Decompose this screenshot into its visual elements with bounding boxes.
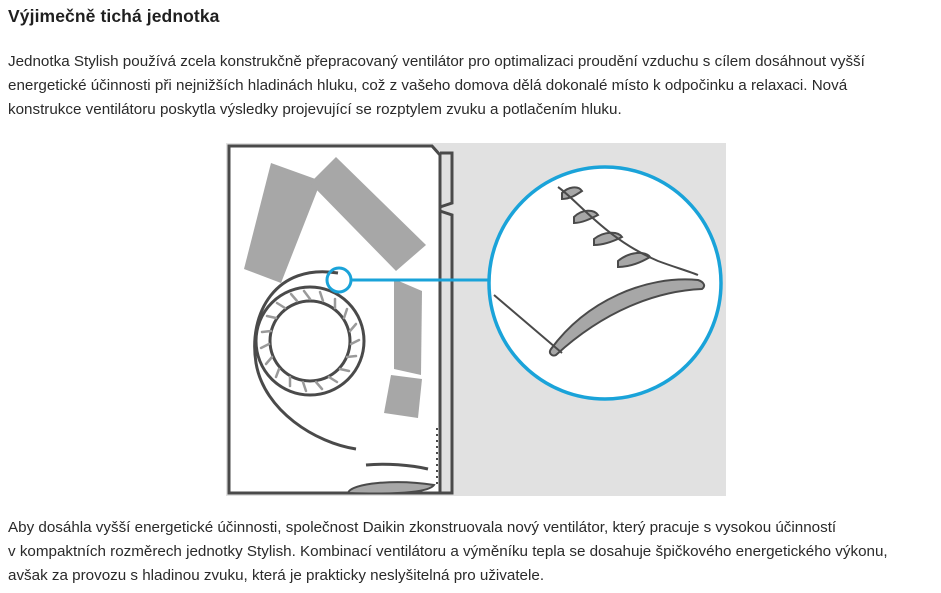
front-panel-bracket-top xyxy=(439,151,454,209)
heat-exchanger-base xyxy=(384,375,422,418)
efficiency-paragraph: Aby dosáhla vyšší energetické účinnosti,… xyxy=(8,516,936,588)
heat-exchanger-lower xyxy=(394,279,422,375)
heat-exchanger-right xyxy=(310,157,426,271)
intro-line-2: energetické účinnosti při nejnižších hla… xyxy=(8,77,848,94)
efficiency-line-3: avšak za provozu s hladinou zvuku, která… xyxy=(8,567,545,584)
louver-lower xyxy=(346,481,436,495)
fan-scroll-casing xyxy=(253,270,357,451)
efficiency-line-2: v kompaktních rozměrech jednotky Stylish… xyxy=(8,543,888,560)
front-panel-bracket-bottom xyxy=(439,209,454,495)
fan-rotor-inner xyxy=(268,299,352,383)
section-title: Výjimečně tichá jednotka xyxy=(8,6,220,26)
intro-line-3: konstrukce ventilátoru poskytla výsledky… xyxy=(8,101,622,118)
magnified-blade xyxy=(548,186,706,357)
intro-paragraph: Jednotka Stylish používá zcela konstrukč… xyxy=(8,50,936,122)
fan-illustration xyxy=(226,143,726,496)
fan-diagram-svg xyxy=(227,144,723,495)
efficiency-line-1: Aby dosáhla vyšší energetické účinnosti,… xyxy=(8,519,837,536)
fan-blades xyxy=(259,289,361,393)
magnified-casing-line xyxy=(493,186,699,354)
louver-upper xyxy=(365,462,429,471)
intro-line-1: Jednotka Stylish používá zcela konstrukč… xyxy=(8,53,865,70)
heat-exchanger-left xyxy=(244,163,321,283)
